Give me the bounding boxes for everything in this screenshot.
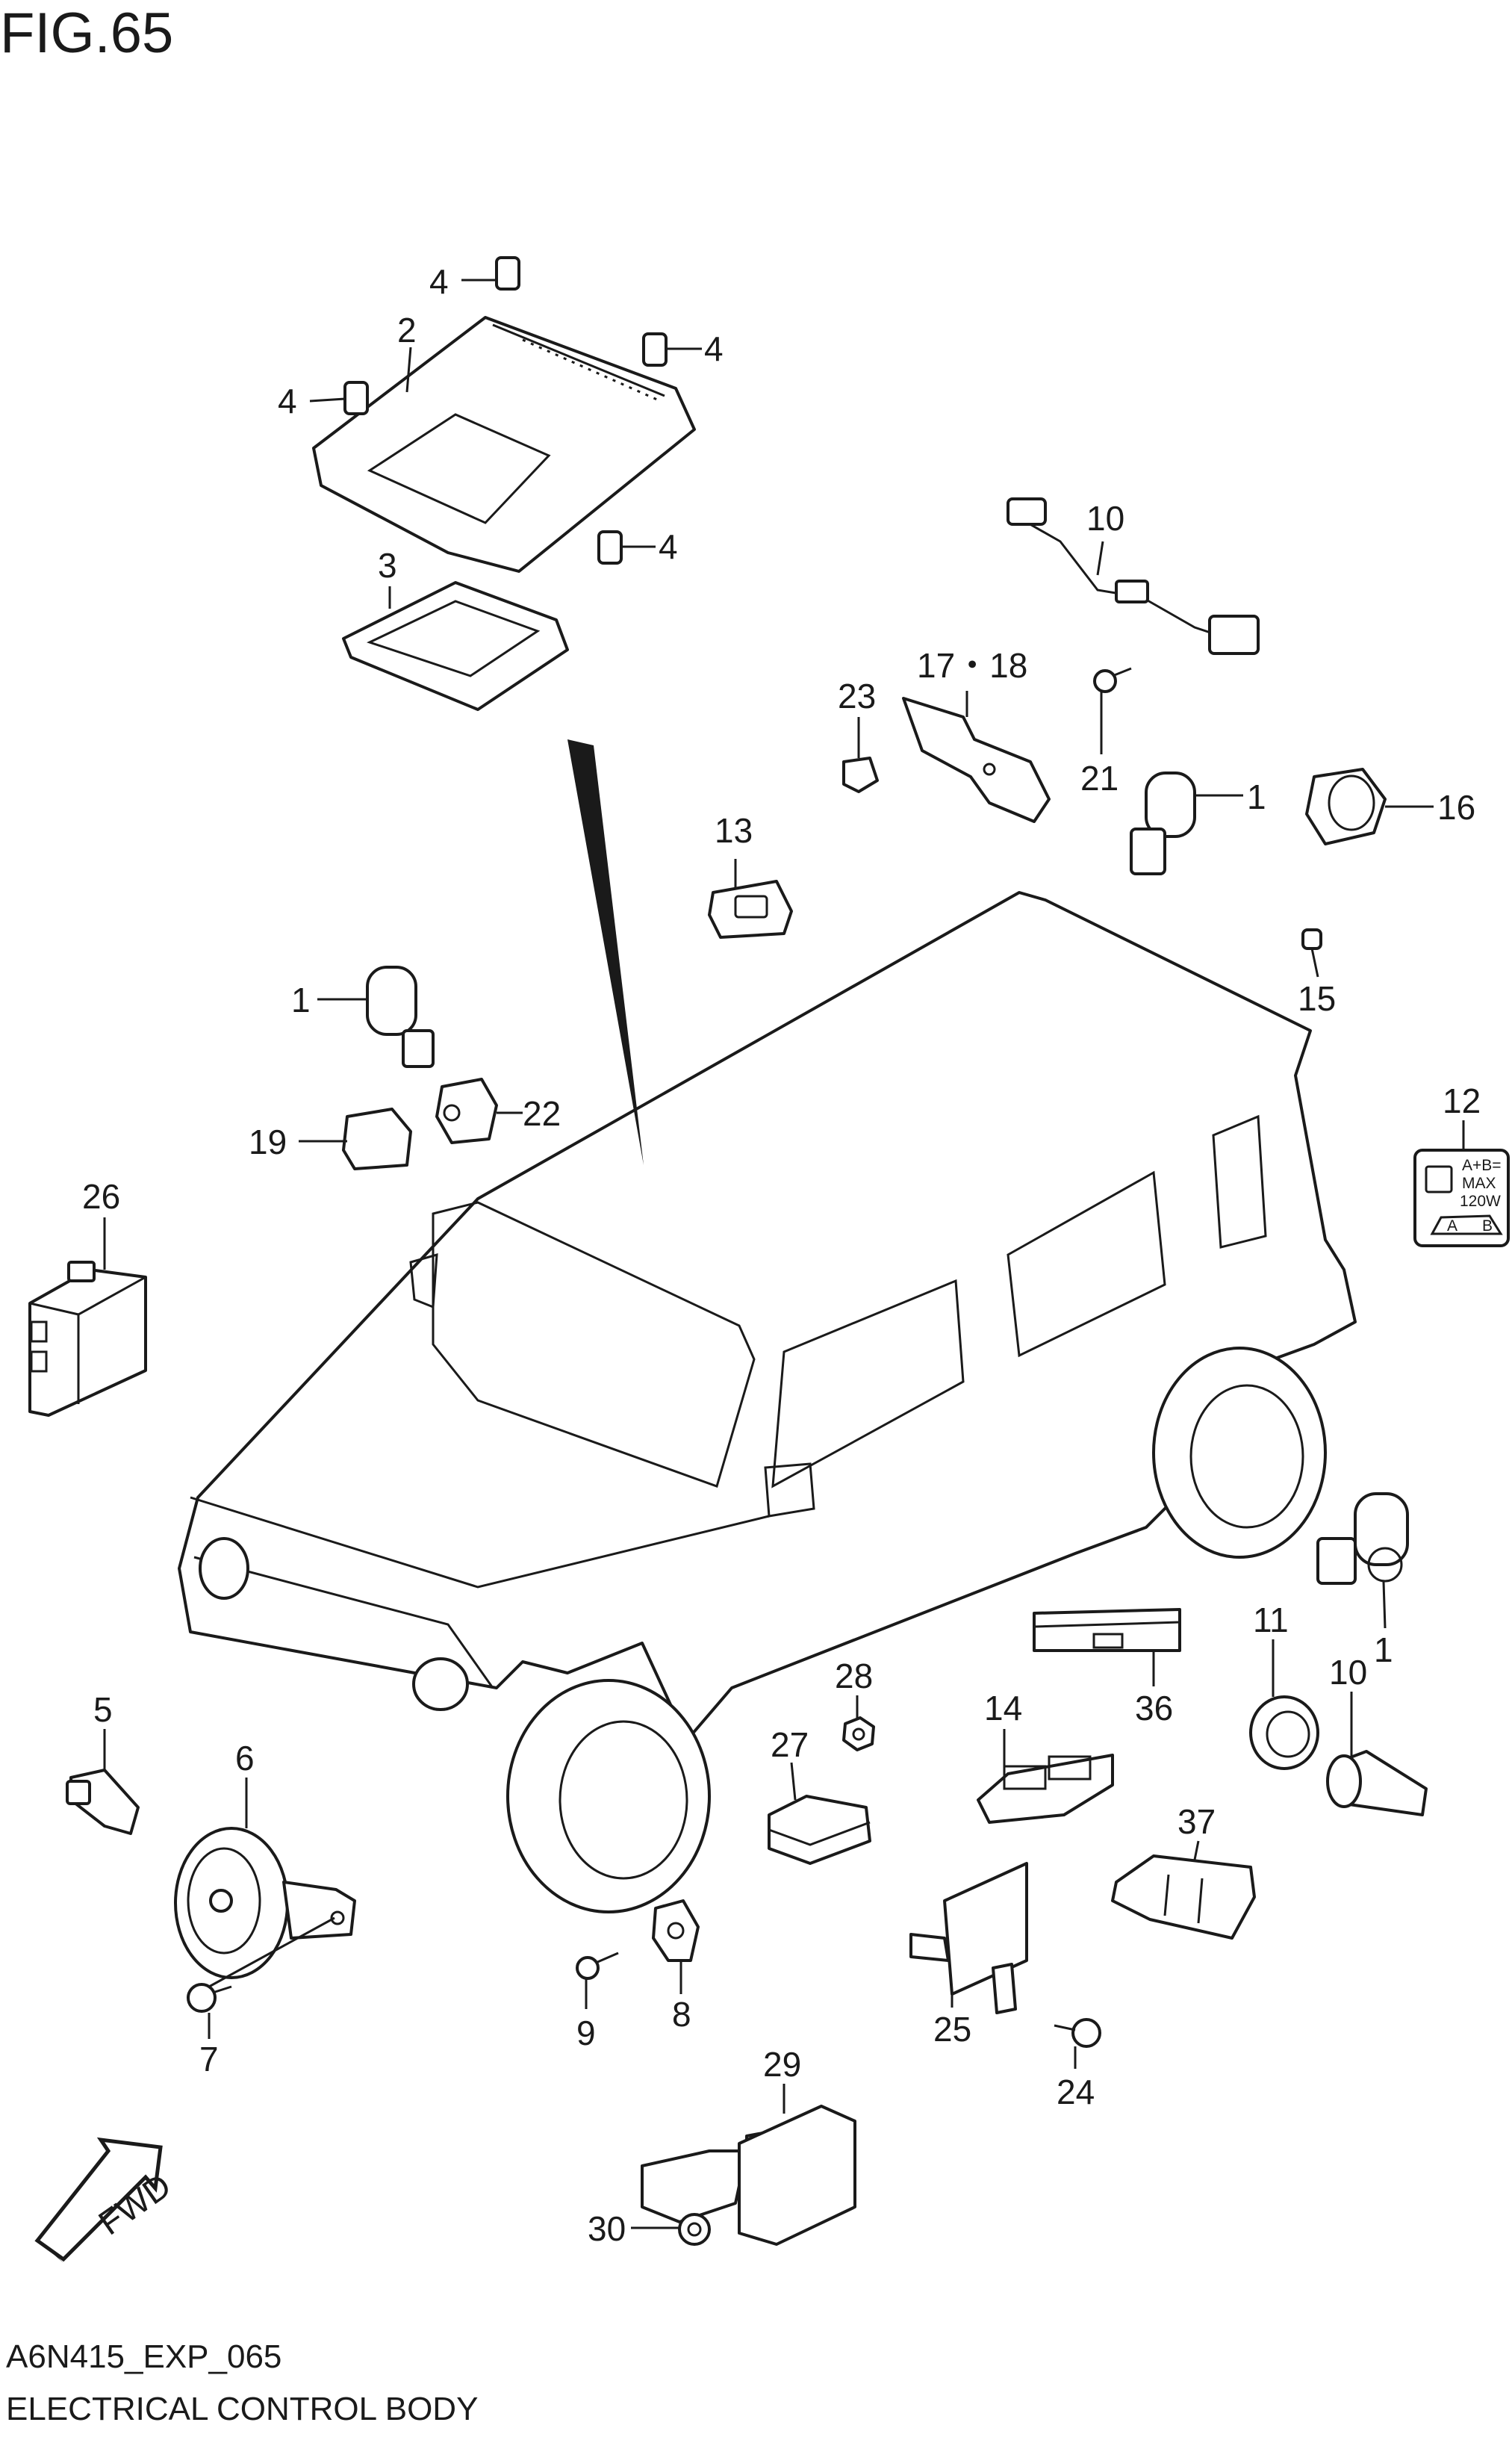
leader-lines bbox=[103, 279, 1465, 2229]
callout-5: 5 bbox=[93, 1690, 113, 1729]
callout-30: 30 bbox=[588, 2209, 626, 2248]
part-21-screw bbox=[1093, 667, 1132, 693]
part-3-console-bracket bbox=[342, 581, 569, 711]
callout-4: 4 bbox=[278, 382, 297, 420]
part-17-18-bracket bbox=[902, 697, 1051, 823]
label12-line1: A+B= bbox=[1462, 1157, 1502, 1174]
part-27-module bbox=[768, 1795, 871, 1865]
part-6-horn bbox=[174, 1827, 356, 1979]
callout-4: 4 bbox=[704, 329, 724, 368]
part-1-door-switch-right bbox=[1316, 1492, 1409, 1585]
part-15-clip bbox=[1301, 928, 1322, 950]
part-36-control-box bbox=[1033, 1608, 1181, 1652]
callout-17-18: 17・18 bbox=[917, 646, 1027, 685]
part-30-nut bbox=[678, 2213, 711, 2246]
fwd-arrow-icon: FWD bbox=[34, 2137, 178, 2263]
section-title: ELECTRICAL CONTROL BODY bbox=[6, 2391, 479, 2427]
part-22-relay bbox=[435, 1078, 498, 1144]
part-28-nut bbox=[842, 1716, 875, 1751]
callout-24: 24 bbox=[1057, 2073, 1095, 2111]
callout-27: 27 bbox=[771, 1725, 809, 1764]
part-26-control-module bbox=[28, 1261, 147, 1417]
callout-3: 3 bbox=[378, 546, 397, 585]
callout-7: 7 bbox=[199, 2040, 219, 2079]
part-25-module bbox=[909, 1862, 1028, 2014]
figure-title: FIG.65 bbox=[0, 1, 174, 65]
part-5-sensor bbox=[66, 1769, 140, 1835]
leader-wedge bbox=[567, 739, 644, 1165]
part-1-door-switch-rear bbox=[1130, 772, 1196, 875]
callout-4: 4 bbox=[659, 527, 678, 566]
part-11-socket bbox=[1249, 1695, 1319, 1770]
callout-14: 14 bbox=[984, 1689, 1022, 1727]
callout-11: 11 bbox=[1253, 1601, 1289, 1639]
callout-25: 25 bbox=[933, 2010, 971, 2049]
callout-9: 9 bbox=[576, 2014, 596, 2052]
part-29-module bbox=[641, 2105, 856, 2246]
label12-line3: 120W bbox=[1460, 1193, 1501, 1210]
callout-10: 10 bbox=[1329, 1653, 1367, 1692]
part-9-bolt bbox=[576, 1952, 619, 1980]
callout-26: 26 bbox=[82, 1177, 120, 1216]
part-12-label-plate: A+B= MAX 120W A B bbox=[1413, 1149, 1510, 1247]
diagram-code: A6N415_EXP_065 bbox=[6, 2338, 282, 2375]
part-7-bolt bbox=[187, 1983, 232, 2013]
part-16-socket bbox=[1305, 768, 1387, 845]
part-8-bracket bbox=[652, 1899, 700, 1962]
part-37-tray bbox=[1111, 1854, 1256, 1940]
part-10-lighter bbox=[1326, 1750, 1428, 1816]
callout-labels: 4 2 4 4 4 3 10 17・18 23 21 1 16 13 15 1 … bbox=[82, 262, 1481, 2248]
part-1-door-switch-left bbox=[366, 966, 435, 1068]
callout-12: 12 bbox=[1443, 1081, 1481, 1120]
part-19-switch bbox=[342, 1108, 412, 1170]
callout-36: 36 bbox=[1135, 1689, 1173, 1727]
part-13-window-switch bbox=[708, 880, 793, 939]
callout-1: 1 bbox=[291, 981, 311, 1019]
callout-8: 8 bbox=[672, 1995, 691, 2034]
callout-10: 10 bbox=[1086, 499, 1124, 538]
callout-28: 28 bbox=[835, 1657, 873, 1695]
label12-b: B bbox=[1482, 1217, 1493, 1235]
part-23-clip bbox=[842, 757, 879, 793]
part-10-harness bbox=[1007, 497, 1260, 655]
callout-1: 1 bbox=[1374, 1630, 1393, 1669]
callout-37: 37 bbox=[1177, 1802, 1216, 1841]
callout-19: 19 bbox=[249, 1123, 287, 1161]
callout-2: 2 bbox=[397, 311, 417, 350]
label12-a: A bbox=[1447, 1217, 1457, 1235]
callout-16: 16 bbox=[1437, 788, 1475, 827]
callout-23: 23 bbox=[838, 677, 876, 715]
callout-6: 6 bbox=[235, 1739, 255, 1778]
callout-22: 22 bbox=[523, 1094, 561, 1133]
callout-1: 1 bbox=[1247, 777, 1266, 816]
callout-15: 15 bbox=[1298, 979, 1336, 1018]
vehicle-outline bbox=[178, 891, 1357, 1913]
part-24-bolt bbox=[1054, 2018, 1101, 2048]
callout-21: 21 bbox=[1080, 759, 1119, 798]
callout-4: 4 bbox=[429, 262, 449, 301]
part-14-relay-box bbox=[977, 1754, 1114, 1824]
callout-29: 29 bbox=[763, 2045, 801, 2084]
label12-line2: MAX bbox=[1462, 1175, 1496, 1192]
callout-13: 13 bbox=[715, 811, 753, 850]
part-2-console-frame bbox=[312, 316, 696, 573]
